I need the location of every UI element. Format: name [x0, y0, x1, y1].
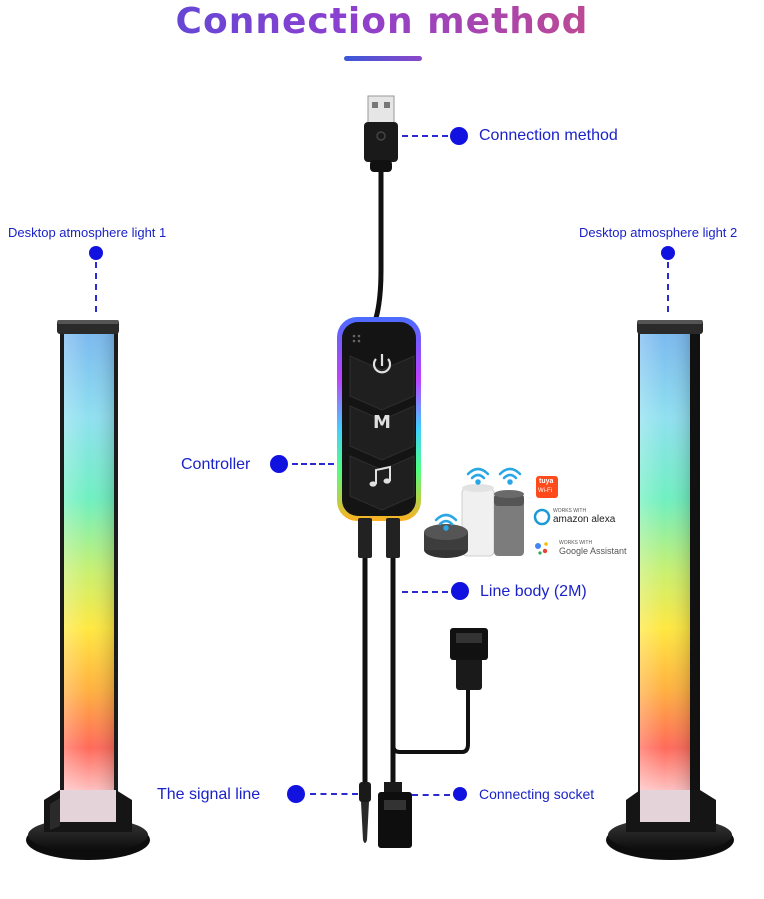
- tuya-label: tuya: [539, 478, 554, 485]
- controller: [337, 317, 421, 521]
- usb-cable: [373, 172, 384, 319]
- callout-linebody-label: Line body (2M): [480, 583, 587, 600]
- callout-controller-label: Controller: [181, 456, 251, 473]
- google-assistant-icon: [535, 542, 548, 555]
- callout-socket-dot: [453, 787, 467, 801]
- alexa-label: amazon alexa: [553, 514, 616, 525]
- callout-light1-label: Desktop atmosphere light 1: [8, 225, 167, 240]
- callout-usb-label: Connection method: [479, 127, 618, 144]
- light-bar-1: [26, 320, 150, 860]
- callout-socket-label: Connecting socket: [479, 786, 595, 802]
- callout-signal-dot: [287, 785, 305, 803]
- title-underline: [344, 56, 422, 61]
- callout-controller-dot: [270, 455, 288, 473]
- google-label: Google Assistant: [559, 546, 627, 556]
- alexa-icon: [533, 508, 551, 526]
- light-bar-2: [606, 320, 734, 860]
- page-title: Connection method: [0, 0, 764, 44]
- callout-linebody-dot: [451, 582, 469, 600]
- callout-linebody-leader: [402, 591, 448, 593]
- callout-light2-dot: [661, 246, 675, 260]
- power-icon: [372, 354, 392, 374]
- callout-socket-leader: [412, 794, 450, 796]
- usb-plug: [364, 95, 398, 172]
- callout-controller-leader: [292, 463, 334, 465]
- callout-usb-leader: [402, 135, 448, 137]
- callout-light2-label: Desktop atmosphere light 2: [579, 225, 738, 240]
- wifi-icon-3: [498, 467, 522, 485]
- callout-light1-dot: [89, 246, 103, 260]
- tuya-logo-badge: [536, 476, 558, 498]
- mode-button-label: M: [373, 412, 391, 433]
- wifi-icon-2: [466, 467, 490, 485]
- music-note-icon: [369, 465, 391, 487]
- callout-light1-leader: [95, 262, 97, 312]
- google-works-with: WORKS WITH: [559, 540, 593, 546]
- wifi-icon-1: [434, 513, 458, 531]
- callout-light2-leader: [667, 262, 669, 312]
- output-cables: [358, 518, 488, 848]
- callout-signal-label: The signal line: [157, 786, 261, 803]
- alexa-works-with: WORKS WITH: [553, 508, 587, 514]
- callout-usb-dot: [450, 127, 468, 145]
- callout-signal-leader: [310, 793, 358, 795]
- tuya-wifi-label: Wi-Fi: [538, 488, 552, 494]
- smart-speakers: [424, 484, 524, 558]
